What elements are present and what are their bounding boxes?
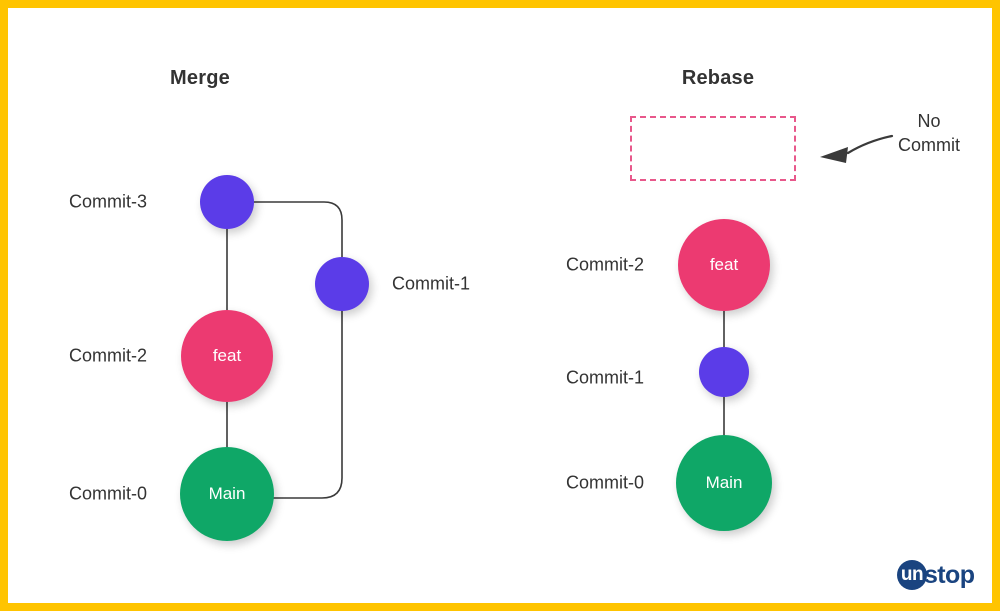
panel-title-rebase: Rebase [681, 67, 755, 89]
unstop-logo: un stop [897, 560, 975, 590]
label-merge-commit-0: Commit-0 [68, 483, 148, 504]
unstop-logo-mark: un [897, 560, 927, 590]
diagram-canvas: Merge Commit-3 Commit-2 Commit-0 Commit-… [8, 8, 992, 603]
label-merge-commit-1: Commit-1 [391, 273, 471, 294]
edge-merge-branch-bottom [273, 311, 343, 499]
node-merge-commit-1[interactable] [315, 257, 369, 311]
label-rebase-commit-0: Commit-0 [565, 472, 645, 493]
connector-layer [226, 134, 894, 499]
no-commit-placeholder-box [630, 116, 796, 181]
node-rebase-commit-2-feat[interactable]: feat [678, 219, 770, 311]
edge-merge-branch-top [254, 201, 343, 257]
annotation-arrow-curve [846, 134, 894, 155]
label-merge-commit-2: Commit-2 [68, 345, 148, 366]
unstop-logo-wordmark: stop [924, 560, 975, 589]
label-merge-commit-3: Commit-3 [68, 191, 148, 212]
annotation-arrow-head [820, 147, 848, 163]
node-merge-commit-3[interactable] [200, 175, 254, 229]
node-merge-commit-0-main[interactable]: Main [180, 447, 274, 541]
node-rebase-commit-1[interactable] [699, 347, 749, 397]
no-commit-annotation: No Commit [898, 111, 960, 156]
node-merge-commit-2-feat[interactable]: feat [181, 310, 273, 402]
panel-title-merge: Merge [170, 67, 230, 89]
label-rebase-commit-2: Commit-2 [565, 254, 645, 275]
node-rebase-commit-0-main[interactable]: Main [676, 435, 772, 531]
label-rebase-commit-1: Commit-1 [565, 367, 645, 388]
